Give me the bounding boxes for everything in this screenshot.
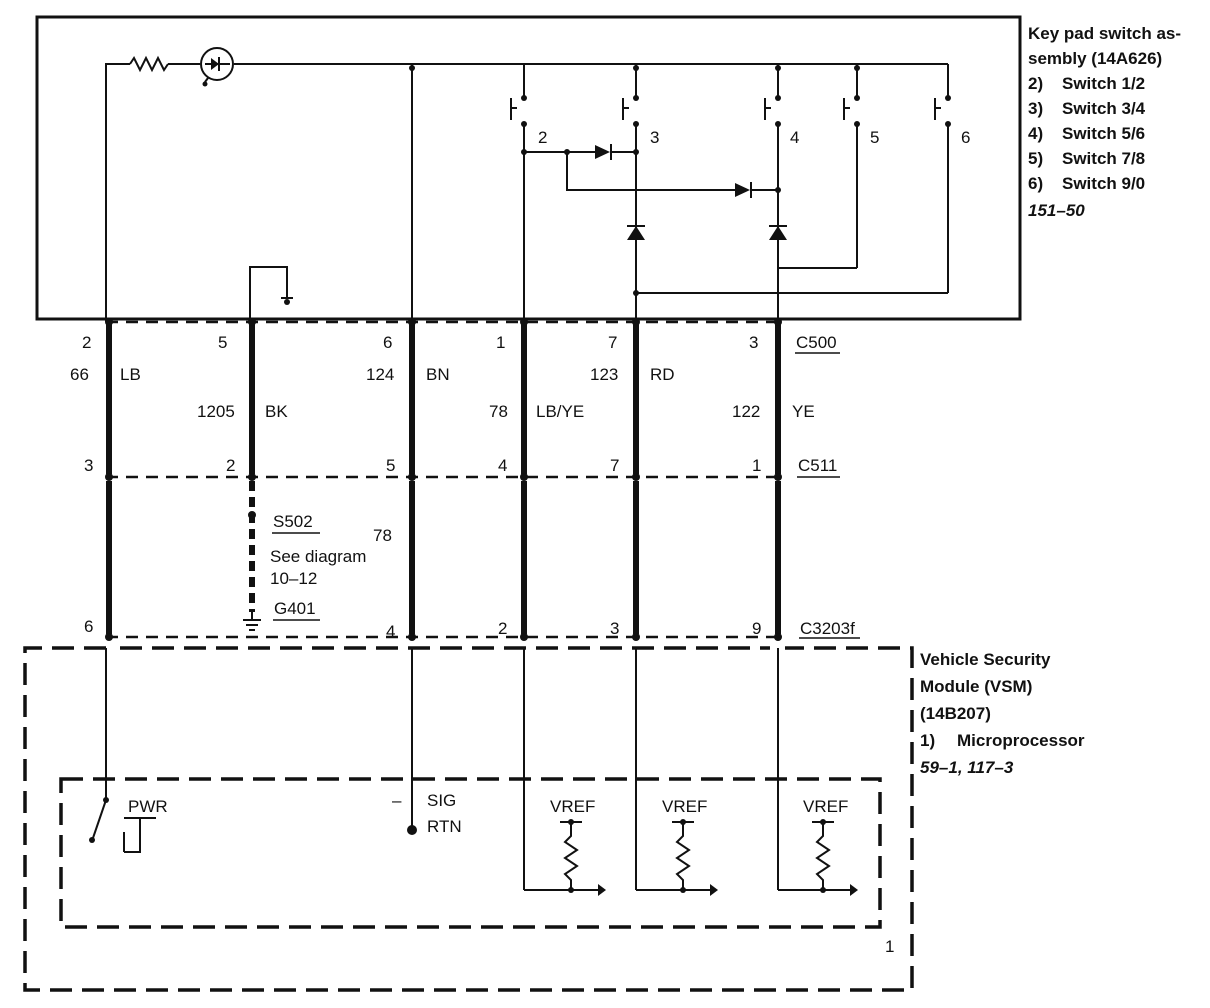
microprocessor-num: 1 [885,937,894,956]
connector-pins [105,318,782,641]
c3203f-pin: 9 [752,619,761,638]
harness-wires [106,322,781,634]
circuit-number: 1205 [197,402,235,421]
c511-pin: 3 [84,456,93,475]
wire-color: BN [426,365,450,384]
keypad-item-label: Switch 5/6 [1062,124,1145,143]
vref-3 [777,648,858,896]
wire-color: LB/YE [536,402,584,421]
vsm-title-line1: Vehicle Security [920,650,1051,669]
vsm-ref: 59–1, 117–3 [920,758,1014,777]
splice-s502: S502 [273,512,313,531]
pwr-switch [89,648,156,853]
c511-pin: 4 [498,456,507,475]
diode-icon [627,226,645,240]
vsm-item-num: 1) [920,731,935,750]
circuit-number: 78 [489,402,508,421]
ground-g401: G401 [274,599,316,618]
vref-label: VREF [662,797,707,816]
switch-num-3: 3 [650,128,659,147]
diodes [564,144,787,240]
keypad-item-num: 6) [1028,174,1043,193]
diode-icon [735,183,750,197]
c511-pin: 2 [226,456,235,475]
c500-pin: 3 [749,333,758,352]
c500-pin: 6 [383,333,392,352]
keypad-switch-assembly-box [35,15,1022,321]
splice-see-line2: 10–12 [270,569,317,588]
sig-rtn [407,648,417,835]
splice-see-line1: See diagram [270,547,366,566]
sig-minus: – [392,791,402,810]
bk-ground-stub [249,266,293,322]
vref-2 [635,648,718,896]
diode-icon [595,145,610,159]
circuit-number: 122 [732,402,760,421]
switch-num-5: 5 [870,128,879,147]
c511-pin: 1 [752,456,761,475]
c3203f-pin: 6 [84,617,93,636]
keypad-item-label: Switch 3/4 [1062,99,1146,118]
microprocessor-box [59,777,882,929]
c3203f-label: C3203f [800,619,855,638]
splice-circuit: 78 [373,526,392,545]
vsm-module-box [23,646,914,992]
rtn-label: RTN [427,817,462,836]
keypad-item-num: 4) [1028,124,1043,143]
c511-label: C511 [798,456,837,475]
keypad-item-label: Switch 7/8 [1062,149,1145,168]
keypad-item-num: 2) [1028,74,1043,93]
c3203f-pin: 4 [386,622,395,641]
keypad-item-num: 3) [1028,99,1043,118]
lamp-icon [200,47,234,81]
keypad-title-line2: sembly (14A626) [1028,49,1162,68]
diode-icon [769,226,787,240]
vsm-title-line3: (14B207) [920,704,991,723]
c500-pin: 1 [496,333,505,352]
vref-1 [523,648,606,896]
sig-label: SIG [427,791,456,810]
keypad-ref: 151–50 [1028,201,1085,220]
vsm-item-label: Microprocessor [957,731,1085,750]
keypad-switches [510,64,951,322]
vref-label: VREF [550,797,595,816]
c500-label: C500 [796,333,837,352]
circuit-number: 66 [70,365,89,384]
vref-label: VREF [803,797,848,816]
circuit-number: 123 [590,365,618,384]
vsm-legend: Vehicle Security Module (VSM) (14B207) 1… [920,650,1085,777]
switch-num-6: 6 [961,128,970,147]
keypad-top-wiring [105,47,948,322]
c511-pin: 7 [610,456,619,475]
wire-color: BK [265,402,288,421]
c500-pin: 2 [82,333,91,352]
wire-color: LB [120,365,141,384]
switch-num-4: 4 [790,128,799,147]
wire-color: RD [650,365,675,384]
switch-num-2: 2 [538,128,547,147]
c3203f-pin: 2 [498,619,507,638]
c500-pin: 7 [608,333,617,352]
ground-icon [243,612,261,631]
c500-pin: 5 [218,333,227,352]
circuit-number: 124 [366,365,394,384]
keypad-item-num: 5) [1028,149,1043,168]
vsm-title-line2: Module (VSM) [920,677,1032,696]
keypad-item-label: Switch 9/0 [1062,174,1145,193]
wire-color: YE [792,402,815,421]
keypad-title-line1: Key pad switch as- [1028,24,1181,43]
keypad-item-label: Switch 1/2 [1062,74,1145,93]
pwr-label: PWR [128,797,168,816]
c3203f-pin: 3 [610,619,619,638]
keypad-legend: Key pad switch as- sembly (14A626) 2) Sw… [1028,24,1181,220]
c511-pin: 5 [386,456,395,475]
